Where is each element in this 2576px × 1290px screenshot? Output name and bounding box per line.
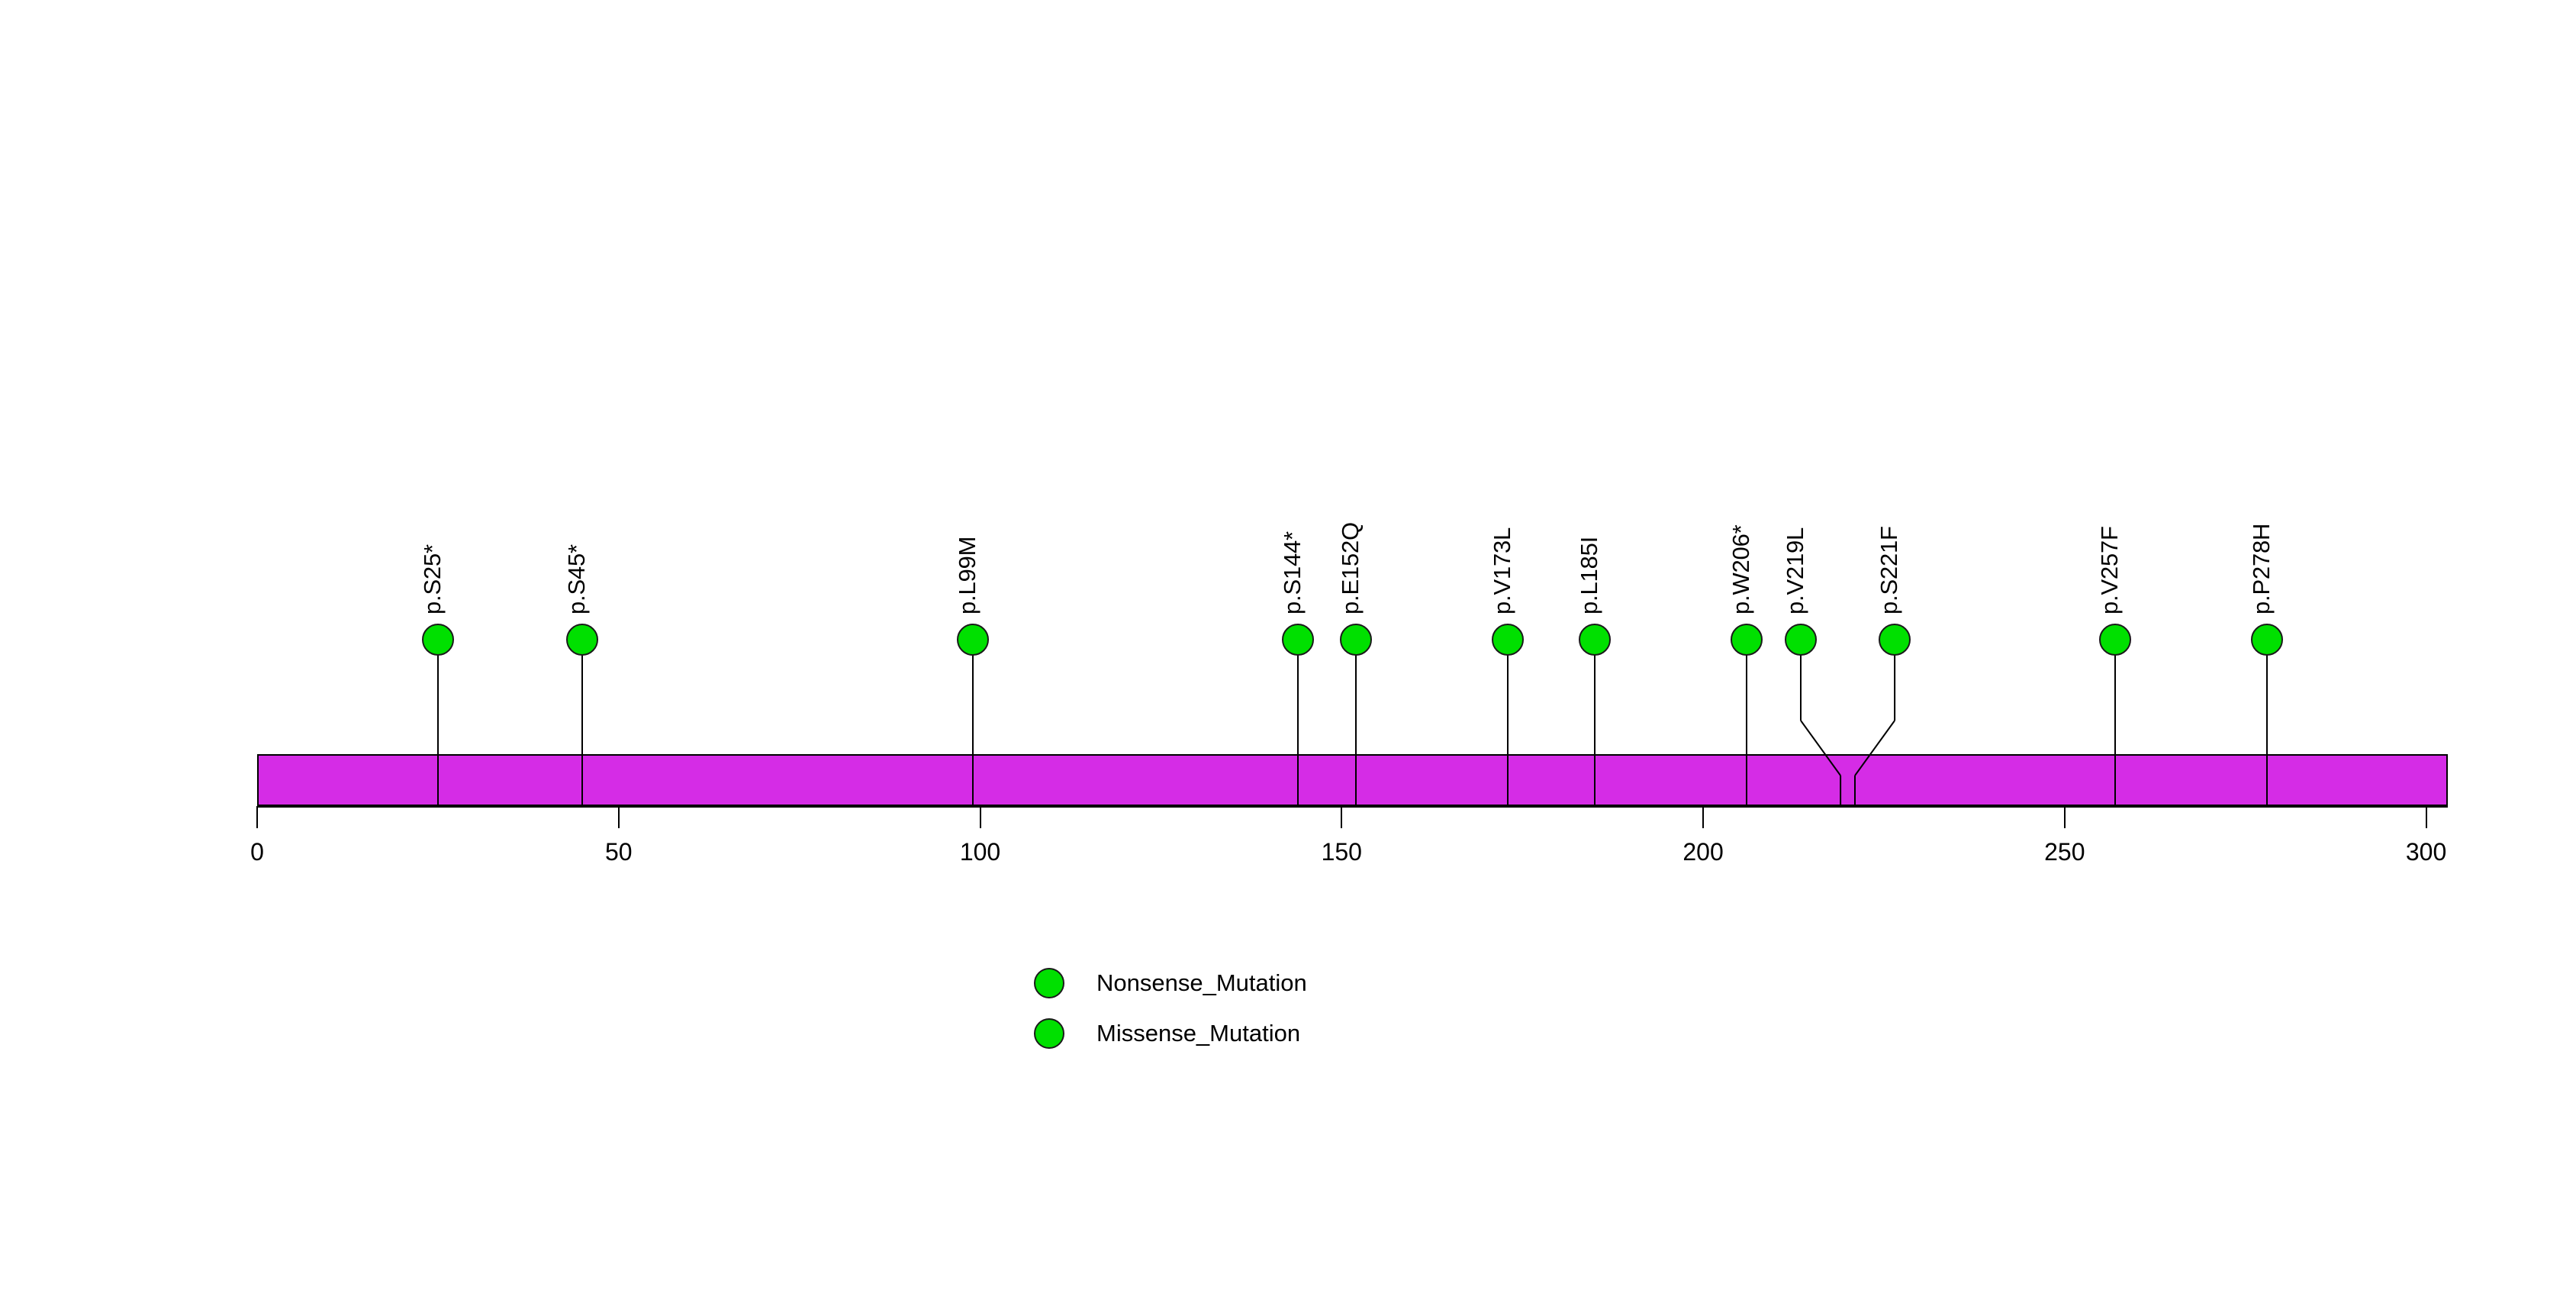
lollipop-head[interactable] [2099, 624, 2132, 656]
lollipop-head[interactable] [1340, 624, 1373, 656]
mutation-label: p.P278H [2248, 523, 2275, 614]
lollipop-head[interactable] [1784, 624, 1817, 656]
axis-line [257, 806, 2448, 808]
lollipop-head[interactable] [1578, 624, 1611, 656]
mutation-label: p.L99M [954, 536, 981, 614]
axis-tick-label: 50 [604, 838, 633, 866]
mutation-label: p.S221F [1876, 526, 1903, 614]
axis-tick [256, 806, 258, 828]
mutation-label: p.V173L [1489, 527, 1516, 614]
mutation-label: p.V219L [1781, 527, 1808, 614]
legend-label: Missense_Mutation [1096, 1020, 1301, 1047]
mutation-label: p.S25* [418, 544, 446, 614]
mutation-label: p.V257F [2096, 526, 2124, 614]
axis-tick [2425, 806, 2427, 828]
axis-tick [1702, 806, 1705, 828]
axis-tick [617, 806, 620, 828]
lollipop-head[interactable] [566, 624, 599, 656]
mutation-label: p.S45* [563, 544, 591, 614]
axis-tick-label: 300 [2405, 838, 2447, 866]
lollipop-head[interactable] [1282, 624, 1315, 656]
axis-tick-label: 150 [1321, 838, 1362, 866]
axis-tick [2063, 806, 2066, 828]
legend-label: Nonsense_Mutation [1096, 969, 1307, 996]
axis-tick-label: 250 [2044, 838, 2085, 866]
lollipop-head[interactable] [2251, 624, 2284, 656]
lollipop-head[interactable] [957, 624, 990, 656]
mutation-label: p.L185I [1575, 536, 1602, 614]
axis-tick-label: 0 [250, 838, 264, 866]
axis-tick-label: 100 [959, 838, 1001, 866]
axis-tick-label: 200 [1682, 838, 1724, 866]
lollipop-head[interactable] [421, 624, 454, 656]
legend-item[interactable]: Nonsense_Mutation [1034, 958, 1307, 1008]
legend-item[interactable]: Missense_Mutation [1034, 1008, 1307, 1059]
lollipop-head[interactable] [1879, 624, 1911, 656]
axis-tick [1341, 806, 1343, 828]
mutation-label: p.E152Q [1337, 522, 1364, 614]
mutation-label: p.S144* [1279, 531, 1306, 614]
mutation-label: p.W206* [1727, 524, 1754, 615]
axis-tick [979, 806, 981, 828]
lollipop-head[interactable] [1492, 624, 1525, 656]
lollipop-head[interactable] [1730, 624, 1763, 656]
legend-color-swatch [1034, 1018, 1064, 1049]
protein-domain-bar [257, 754, 2448, 806]
legend-color-swatch [1034, 968, 1064, 998]
